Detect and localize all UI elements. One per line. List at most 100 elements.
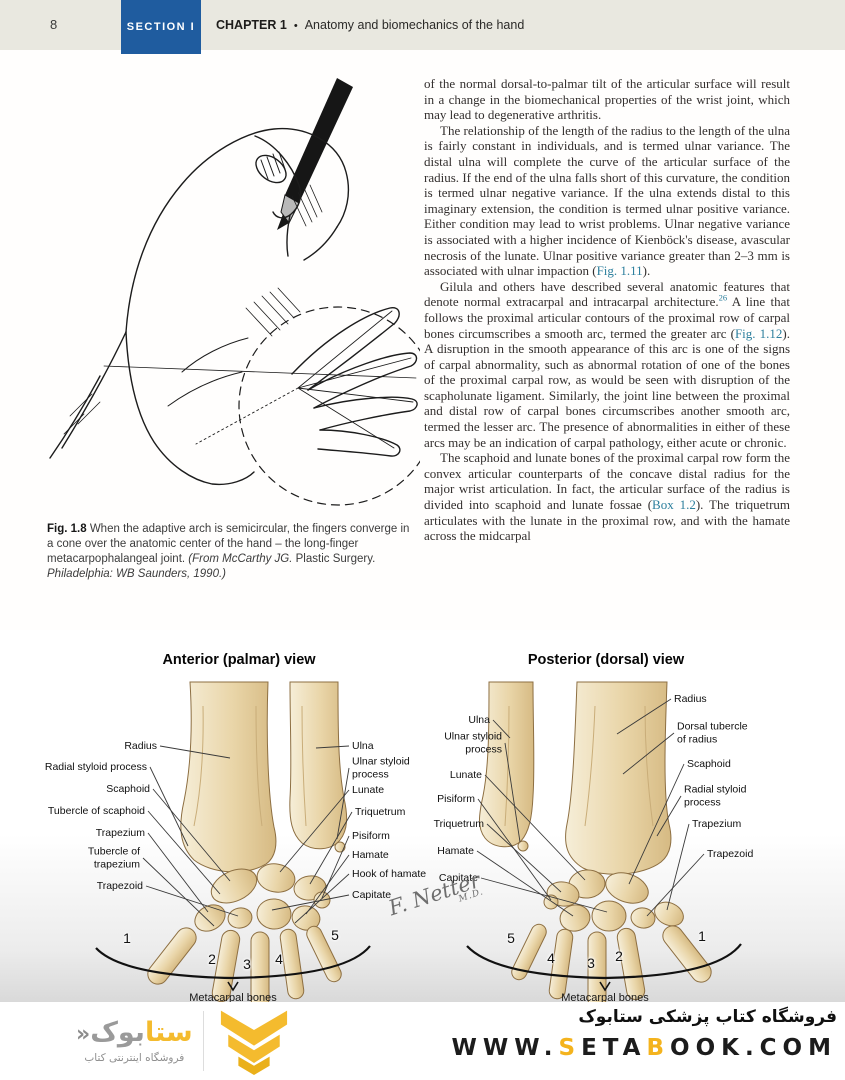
bone-label: Trapezium <box>95 826 145 839</box>
chevron-emblem-icon <box>220 1010 287 1075</box>
leader-line <box>142 857 215 927</box>
bone-label: Capitate <box>352 888 392 901</box>
text-run: The relationship of the length of the ra… <box>424 122 790 279</box>
metacarpal-2 <box>616 927 646 1001</box>
metacarpal-number: 5 <box>507 930 515 946</box>
bone-label: Pisiform <box>437 792 475 805</box>
metacarpal-number: 4 <box>547 950 555 966</box>
leader-line <box>646 853 705 917</box>
url-text: WWW. <box>451 1035 559 1061</box>
caption-source: (From McCarthy JG. <box>188 553 296 565</box>
leader-line <box>336 767 350 840</box>
bone-label: Tubercle of trapezium <box>87 845 140 871</box>
hamate-bone <box>559 904 591 932</box>
cross-reference-link[interactable]: Fig. 1.11 <box>596 263 643 279</box>
leader-line <box>147 832 209 913</box>
metacarpal-number: 3 <box>587 955 595 971</box>
bone-label: Pisiform <box>352 829 390 842</box>
leader-line <box>294 873 350 924</box>
metacarpal-number: 3 <box>243 956 251 972</box>
leader-line <box>484 774 586 881</box>
section-badge: SECTION I <box>121 0 201 54</box>
wordmark-yellow: ستا <box>144 1017 193 1048</box>
metacarpal-3 <box>587 931 607 1008</box>
leader-line <box>152 788 231 882</box>
bone-label: Ulnar styloid process <box>444 730 502 756</box>
adaptive-arch-circle <box>238 306 438 506</box>
url-text: ETA <box>581 1035 647 1061</box>
anterior-leader-lines <box>142 745 353 927</box>
ulnar-styloid <box>517 840 529 852</box>
leader-line <box>622 732 675 775</box>
metacarpal-number: 1 <box>698 928 706 944</box>
posterior-dorsal-view: Posterior (dorsal) view Metacarpal bones… <box>405 646 807 1008</box>
cross-reference-link[interactable]: Fig. 1.12 <box>734 325 783 341</box>
website-url[interactable]: WWW.SETABOOK.COM <box>452 1030 838 1066</box>
reference-superscript: 26 <box>718 292 728 303</box>
posterior-view-title: Posterior (dorsal) view <box>527 652 685 668</box>
url-accent-letter: B <box>646 1035 671 1061</box>
leader-line <box>486 823 562 893</box>
text-run: A line that follows the proximal articul… <box>424 294 790 341</box>
metacarpal-3 <box>250 931 270 1008</box>
leader-line <box>616 698 672 735</box>
leader-line <box>666 823 690 911</box>
metacarpal-4 <box>548 928 574 1000</box>
anterior-metacarpal-label: Metacarpal bones <box>189 992 277 1004</box>
metacarpal-2 <box>211 929 241 1003</box>
text-run: Plastic Surgery. <box>295 553 376 565</box>
ulnar-styloid <box>334 841 346 853</box>
chapter-title: Anatomy and biomechanics of the hand <box>304 18 525 32</box>
chapter-label: CHAPTER 1 <box>216 18 287 32</box>
metacarpal-number: 4 <box>275 951 283 967</box>
scaphoid-bone <box>210 868 258 904</box>
metacarpal-5 <box>511 923 547 981</box>
leader-line <box>309 811 353 885</box>
bone-label: Hook of hamate <box>352 867 427 880</box>
bone-label: Trapezium <box>692 817 742 830</box>
capitate-bone <box>256 898 292 930</box>
body-paragraph: of the normal dorsal-to-palmar tilt of t… <box>424 76 790 123</box>
bone-label: Radius <box>674 692 707 705</box>
leader-line <box>159 745 231 759</box>
bullet-separator: • <box>293 20 298 32</box>
posterior-bones-art <box>466 681 742 1008</box>
leader-line <box>271 894 350 911</box>
leader-line <box>321 835 350 899</box>
metacarpal-4 <box>279 928 305 1000</box>
text-run: The scaphoid and lunate bones of the pro… <box>424 450 790 513</box>
bone-label: Trapezoid <box>707 847 754 860</box>
bone-label: Radius <box>124 739 157 752</box>
text-run: When the adaptive arch is semicircular, … <box>47 523 410 565</box>
leader-line <box>656 795 682 837</box>
text-run: ). <box>642 263 651 279</box>
leader-line <box>305 854 350 915</box>
trapezium-bone <box>194 904 226 932</box>
anterior-palmar-view: Anterior (palmar) view Metacarpal bones … <box>38 646 440 1008</box>
bone-label: Capitate <box>438 871 478 884</box>
bone-label: Triquetrum <box>355 805 406 818</box>
leader-line <box>492 719 511 739</box>
scaphoid-bone <box>605 872 649 904</box>
ulna-bone <box>479 681 535 848</box>
article-text-column: of the normal dorsal-to-palmar tilt of t… <box>424 76 790 544</box>
metacarpal-number: 2 <box>208 951 216 967</box>
bone-label: Lunate <box>352 783 385 796</box>
leader-line <box>628 763 685 885</box>
posterior-leader-lines <box>476 698 705 917</box>
logo-tagline: فروشگاه اینترنتی کتاب <box>84 1052 185 1064</box>
wrist-bones-figure: Anterior (palmar) view Metacarpal bones … <box>0 630 845 1008</box>
figure-1-8-caption: Fig. 1.8 When the adaptive arch is semic… <box>47 522 419 582</box>
leader-line <box>315 745 350 749</box>
cross-reference-link[interactable]: Box 1.2 <box>652 497 696 513</box>
bone-label: Trapezoid <box>96 879 143 892</box>
trapezoid-bone <box>630 907 656 929</box>
bone-label: Scaphoid <box>687 757 731 770</box>
bone-label: Hamate <box>352 848 389 861</box>
body-paragraph: The scaphoid and lunate bones of the pro… <box>424 450 790 544</box>
lunate-bone <box>256 863 296 893</box>
hamate-bone <box>291 905 321 931</box>
bone-label: Tubercle of scaphoid <box>47 804 145 817</box>
page-number: 8 <box>50 17 58 32</box>
footer-watermark: ستابوک« فروشگاه اینترنتی کتاب فروشگاه کت… <box>0 1002 845 1080</box>
